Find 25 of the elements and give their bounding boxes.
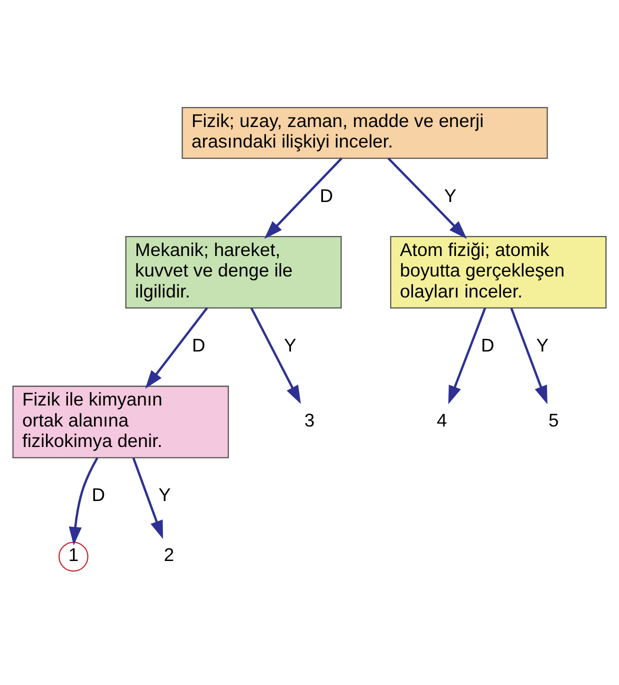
arrow: [448, 308, 486, 404]
node-text: 5: [548, 409, 559, 430]
node-text: 3: [304, 409, 315, 430]
edge-label: D: [192, 334, 206, 356]
node-box: Mekanik; hareket, kuvvet ve denge ile ilgilidir.: [125, 236, 342, 309]
arrow: [145, 307, 208, 389]
arrow: [68, 457, 98, 546]
edge-label: Y: [444, 184, 456, 206]
arrow: [250, 307, 301, 404]
edge-label: Y: [158, 484, 171, 506]
node-box: Fizik ile kimyanın ortak alanına fizikokimya denir.: [12, 386, 229, 458]
edge-label: D: [481, 334, 494, 356]
arrow: [510, 308, 548, 404]
arrow: [132, 457, 163, 540]
edge-label: Y: [284, 334, 296, 356]
node-circle: 1: [58, 542, 88, 572]
edge-label: D: [92, 484, 106, 506]
arrow: [388, 157, 467, 239]
edge-label: Y: [536, 334, 548, 356]
arrow: [264, 157, 342, 239]
node-box: Atom fiziği; atomik boyutta gerçekleşen olayları inceler.: [390, 236, 607, 309]
edge-label: D: [320, 184, 334, 206]
node-box: Fizik; uzay, zaman, madde ve enerji arasındaki ilişkiyi inceler.: [182, 107, 548, 159]
node-text: 4: [436, 409, 448, 430]
node-text: 2: [164, 544, 174, 566]
